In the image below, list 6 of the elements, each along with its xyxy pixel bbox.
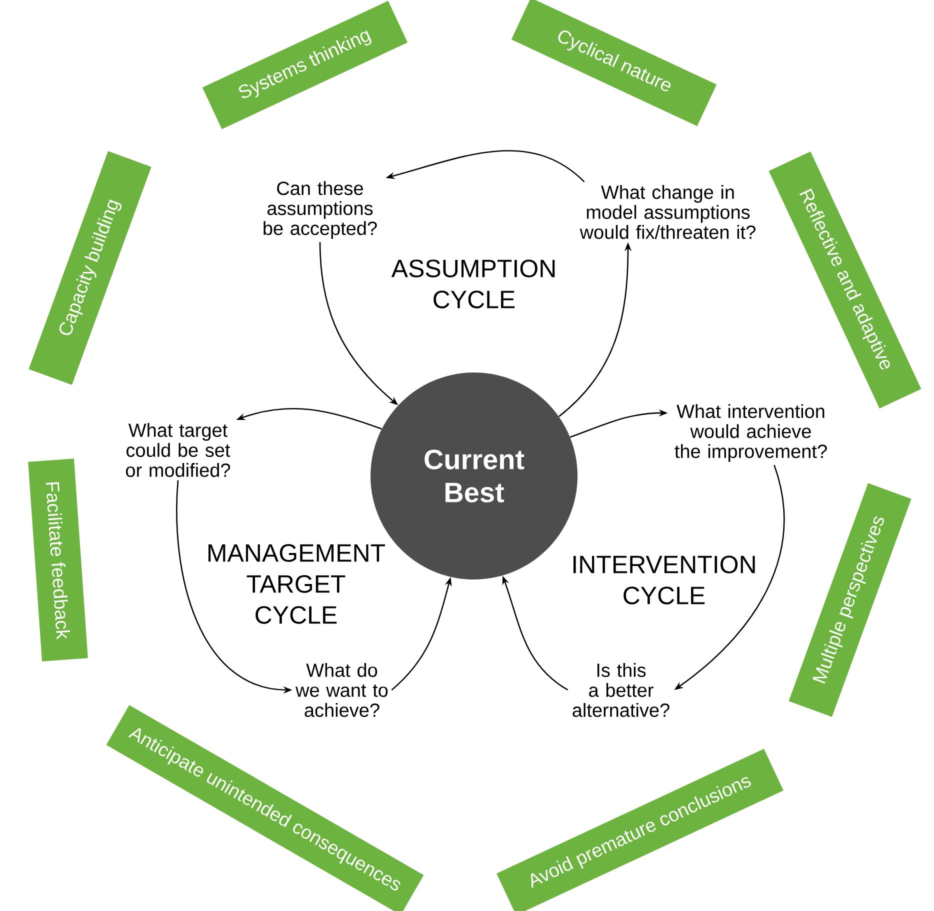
question-text: Can these assumptions be accepted?: [264, 181, 377, 239]
question-text: What change in model assumptions would fix/threaten it?: [580, 185, 756, 239]
question-text: Is this a better alternative?: [572, 663, 670, 717]
question-text: What target could be set or modified?: [126, 423, 230, 477]
banner: Facilitate feedback: [28, 458, 88, 662]
cycle-label: ASSUMPTION CYCLE: [391, 260, 555, 308]
